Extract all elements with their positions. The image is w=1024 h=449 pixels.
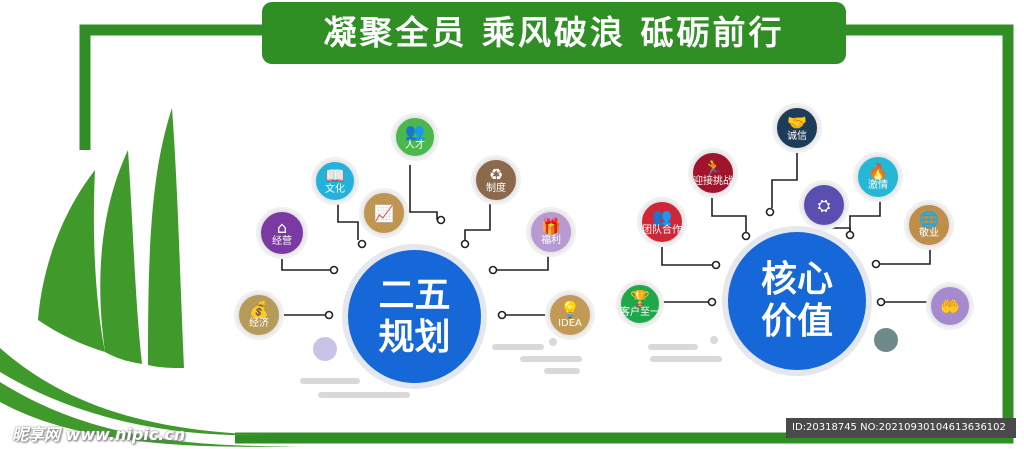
hub-plan-line1: 二五	[378, 274, 451, 316]
decor-dot-slate	[874, 328, 898, 352]
hub-plan: 二五 规划	[342, 244, 487, 389]
node-idea: 💡 IDEA	[548, 293, 592, 337]
node-label: 团队合作	[642, 224, 682, 236]
node-integrity: 🤝 诚信	[775, 106, 819, 150]
node-customer-first: 🏆 客户至一	[619, 283, 661, 325]
left-connectors	[280, 165, 550, 316]
people-icon: 👥	[405, 121, 425, 141]
sail-middle	[100, 150, 142, 364]
left-connector-dots	[324, 215, 507, 320]
decor-bars	[300, 336, 722, 398]
network-icon: ⛭	[817, 195, 831, 215]
node-label: 经营	[272, 235, 292, 247]
node-label: 文化	[325, 183, 345, 195]
right-connector-dots	[707, 207, 886, 307]
node-label: 福利	[541, 234, 561, 246]
node-label: 人才	[405, 139, 425, 151]
hand-coins-icon: 🤲	[940, 296, 960, 316]
right-connectors	[660, 148, 931, 303]
hub-plan-line2: 规划	[378, 316, 451, 358]
team-icon: 👥	[652, 206, 672, 226]
node-label: 经济	[249, 317, 269, 329]
lightbulb-icon: 💡	[560, 299, 580, 319]
image-id-bar: ID:20318745 NO:20210930104613636102	[786, 418, 1016, 438]
trophy-icon: 🏆	[630, 288, 650, 308]
money-bag-icon: 💰	[249, 299, 269, 319]
sail-logo	[0, 108, 300, 447]
sail-wave	[0, 348, 270, 436]
node-economy: 💰 经济	[237, 293, 281, 337]
gift-icon: 🎁	[541, 216, 561, 236]
title-banner: 凝聚全员 乘风破浪 砥砺前行	[262, 2, 846, 64]
node-label: 诚信	[787, 130, 807, 142]
node-label: 制度	[486, 182, 506, 194]
frame-border	[79, 24, 1014, 444]
hub-core-values: 核心 价值	[722, 226, 872, 376]
node-label: 迎接挑战	[693, 175, 733, 187]
node-strategy: 📈	[362, 191, 406, 235]
node-network: ⛭	[802, 183, 846, 227]
node-dedication: 🌐 敬业	[907, 203, 951, 247]
node-operation: ⌂ 经营	[259, 210, 305, 256]
node-talent: 👥 人才	[394, 116, 436, 158]
node-label: 敬业	[919, 227, 939, 239]
node-label: IDEA	[558, 317, 582, 329]
node-passion: 🔥 激情	[856, 155, 900, 199]
flame-icon: 🔥	[868, 161, 888, 181]
hub-core-line1: 核心	[760, 259, 833, 300]
sail-left	[38, 170, 105, 352]
node-label: 客户至一	[620, 306, 660, 318]
decor-dot-lavender	[313, 337, 337, 361]
node-teamwork: 👥 团队合作	[640, 200, 684, 244]
watermark: 昵享网 www.nipic.cn	[12, 425, 186, 444]
sail-right	[148, 108, 184, 368]
book-icon: 📖	[325, 165, 345, 185]
node-welfare: 🎁 福利	[529, 210, 573, 254]
recycle-icon: ♻	[488, 164, 504, 184]
hub-core-line2: 价值	[760, 301, 833, 342]
runner-icon: 🏃	[703, 157, 723, 177]
handshake-icon: 🤝	[787, 112, 807, 132]
node-service: 🤲	[929, 285, 971, 327]
house-icon: ⌂	[276, 217, 288, 237]
node-label: 激情	[868, 179, 888, 191]
chart-board-icon: 📈	[374, 203, 394, 223]
sail-wave-thin	[0, 382, 300, 447]
globe-icon: 🌐	[919, 209, 939, 229]
node-system: ♻ 制度	[474, 158, 518, 202]
node-culture: 📖 文化	[314, 160, 356, 202]
slogan-title: 凝聚全员 乘风破浪 砥砺前行	[323, 13, 785, 52]
node-challenge: 🏃 迎接挑战	[691, 151, 735, 195]
